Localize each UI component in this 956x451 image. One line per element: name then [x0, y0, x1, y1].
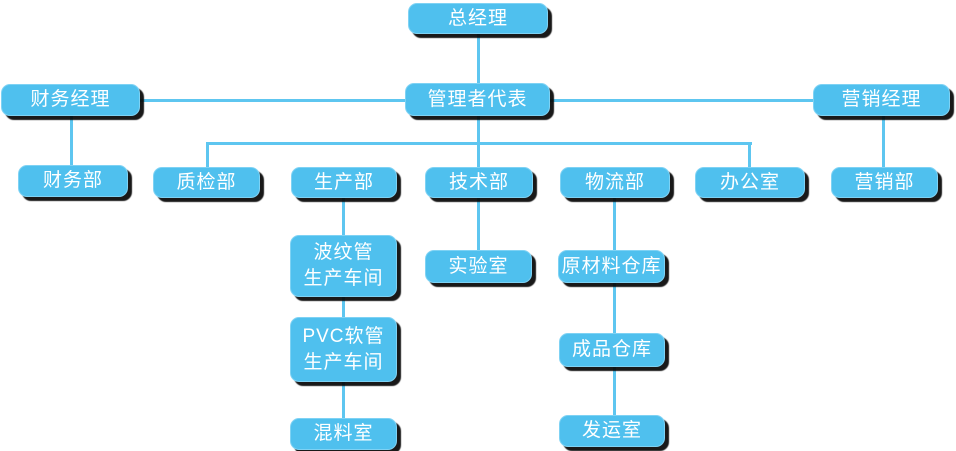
connector-rail-to-office: [748, 142, 751, 168]
node-finance-department: 财务部: [18, 165, 128, 197]
node-management-representative: 管理者代表: [405, 83, 550, 116]
connector-finance-mgr-to-dept: [70, 115, 73, 166]
connector-production-to-corrugated: [342, 197, 345, 236]
node-shipping-room: 发运室: [559, 415, 665, 447]
node-logistics-department: 物流部: [560, 167, 670, 198]
node-marketing-department: 营销部: [831, 167, 938, 198]
connector-raw-to-finished: [613, 282, 616, 334]
connector-tech-to-lab: [477, 197, 480, 251]
node-laboratory: 实验室: [425, 250, 532, 283]
node-corrugated-pipe-workshop: 波纹管 生产车间: [290, 235, 397, 297]
node-mixing-room: 混料室: [290, 418, 397, 450]
node-qc-department: 质检部: [153, 167, 260, 198]
connector-corrugated-to-pvc: [342, 296, 345, 318]
node-finished-goods-warehouse: 成品仓库: [559, 333, 665, 367]
connector-gm-to-rep: [477, 33, 480, 85]
node-pvc-hose-workshop: PVC软管 生产车间: [290, 317, 397, 382]
connector-department-rail: [206, 142, 752, 145]
node-raw-material-warehouse: 原材料仓库: [558, 250, 665, 283]
connector-rep-to-tech-dept: [477, 114, 480, 168]
connector-logistics-to-raw: [613, 197, 616, 251]
node-technical-department: 技术部: [425, 167, 533, 198]
node-office: 办公室: [695, 167, 805, 198]
node-marketing-manager: 营销经理: [813, 84, 950, 116]
node-general-manager: 总经理: [408, 3, 548, 34]
connector-marketing-mgr-to-dept: [882, 115, 885, 168]
connector-finished-to-shipping: [613, 366, 616, 416]
connector-rail-to-qc: [206, 142, 209, 168]
node-finance-manager: 财务经理: [1, 84, 140, 116]
node-production-department: 生产部: [291, 167, 397, 198]
connector-pvc-to-mixing: [342, 381, 345, 419]
